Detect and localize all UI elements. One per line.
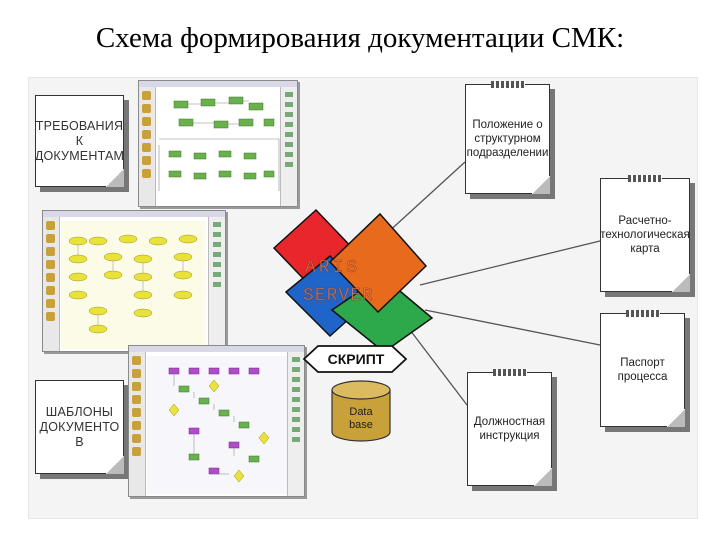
doc-line: структурном <box>474 133 541 145</box>
doc-line: ТРЕБОВАНИЯ <box>35 118 124 133</box>
database-label-line: base <box>349 419 373 431</box>
server-label-server: SERVER <box>303 286 374 306</box>
doc-line: К <box>75 133 84 148</box>
doc-line: подразделении <box>466 147 549 159</box>
doc-line: В <box>75 434 84 449</box>
doc-dolzhnostnaya-instrukciya: Должностная инструкция <box>467 369 552 486</box>
server-label-aris: ARIS <box>305 258 360 278</box>
doc-line: Положение о <box>472 119 543 131</box>
doc-line: Расчетно- <box>618 215 672 227</box>
doc-pasport-processa: Паспорт процесса <box>600 310 685 427</box>
connector-karta <box>419 239 605 286</box>
connector-instrukciya <box>409 329 468 406</box>
script-label: СКРИПТ <box>327 351 385 367</box>
doc-shablony: ШАБЛОНЫ ДОКУМЕНТО В <box>35 380 124 474</box>
orange-square <box>328 212 428 314</box>
doc-trebovaniya: ТРЕБОВАНИЯ К ДОКУМЕНТАМ <box>35 95 124 187</box>
connector-pasport <box>424 309 601 346</box>
database-cylinder <box>331 380 391 442</box>
doc-line: инструкция <box>479 430 540 442</box>
doc-line: Паспорт <box>620 357 665 369</box>
connector-polozhenie <box>384 161 466 236</box>
doc-line: технологическая <box>600 229 690 241</box>
doc-line: ШАБЛОНЫ <box>45 404 114 419</box>
doc-line: процесса <box>617 371 668 383</box>
aris-screenshot-process <box>138 80 298 207</box>
page-title: Схема формирования документации СМК: <box>95 22 625 54</box>
script-shape <box>302 345 408 373</box>
aris-screenshot-purple-model <box>128 345 305 497</box>
doc-line: карта <box>630 243 660 255</box>
database-label: Data base <box>332 406 390 432</box>
doc-line: ДОКУМЕНТО <box>39 419 120 434</box>
aris-screenshot-yellow-model <box>42 210 226 352</box>
database-label-line: Data <box>349 406 373 418</box>
doc-line: ДОКУМЕНТАМ <box>34 148 125 163</box>
doc-line: Должностная <box>473 416 546 428</box>
doc-raschetno-tehnologicheskaya-karta: Расчетно- технологическая карта <box>600 175 690 292</box>
doc-polozhenie: Положение о структурном подразделении <box>465 81 550 194</box>
